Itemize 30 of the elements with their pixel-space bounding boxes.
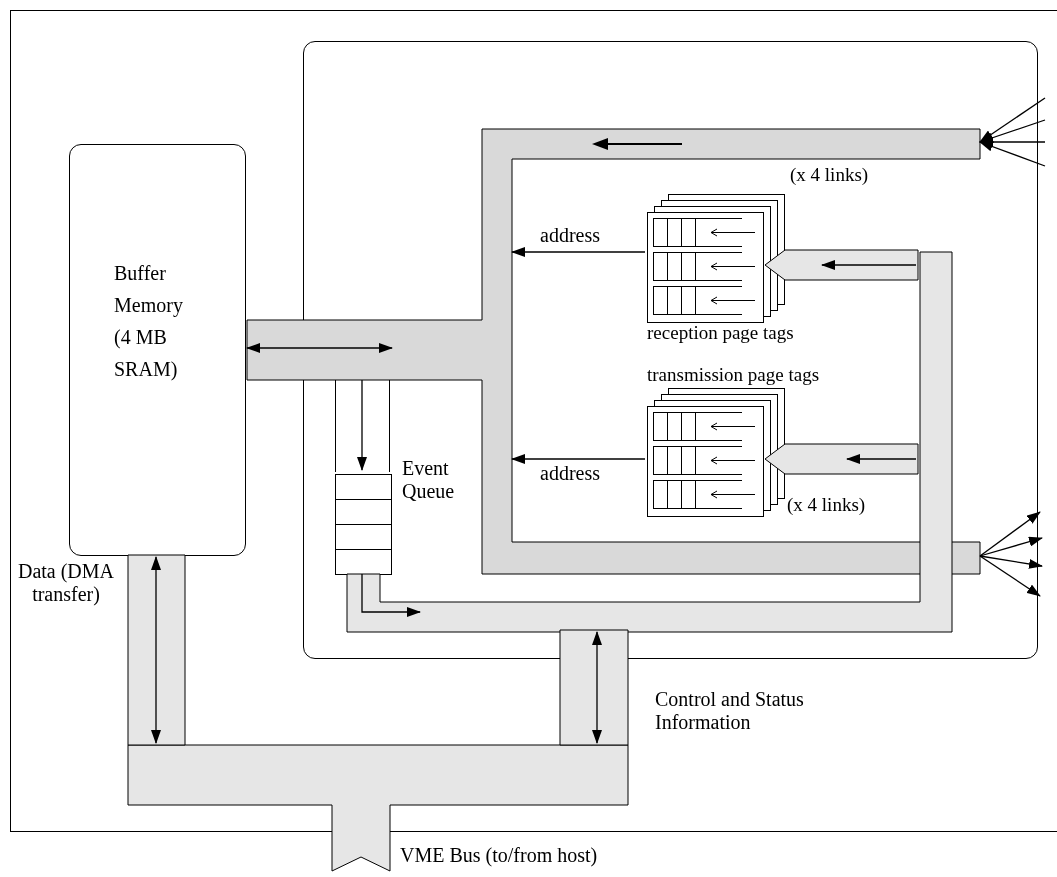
arrow — [979, 97, 1046, 143]
arrow — [979, 511, 1041, 557]
edge-label: Control and Status Information — [655, 688, 805, 734]
data-bus — [247, 129, 980, 574]
edge-label: Data (DMA transfer) — [16, 560, 116, 606]
arrow — [846, 454, 917, 464]
stack-caption: transmission page tags — [647, 364, 820, 386]
bus-label: VME Bus (to/from host) — [400, 844, 598, 867]
arrow — [979, 536, 1043, 557]
block-label: Buffer Memory (4 MB SRAM) — [114, 261, 184, 383]
arrow — [821, 260, 917, 270]
data-bus — [347, 252, 952, 632]
arrow — [979, 555, 1041, 597]
arrow — [511, 454, 646, 464]
arrow — [979, 119, 1046, 143]
multiplicity-note: (x 4 links) — [787, 494, 866, 516]
arrow — [979, 555, 1043, 569]
arrow — [151, 556, 161, 744]
edge-label: address — [540, 224, 601, 247]
memory-block — [69, 144, 246, 556]
arrow — [979, 141, 1046, 167]
arrow — [511, 247, 646, 257]
arrow — [246, 343, 393, 353]
stack-caption: reception page tags — [647, 322, 794, 344]
arrow — [592, 631, 602, 744]
queue-label: Event Queue — [402, 457, 456, 503]
arrow — [357, 379, 367, 471]
edge-label: address — [540, 462, 601, 485]
arrow — [361, 573, 421, 617]
multiplicity-note: (x 4 links) — [790, 164, 869, 186]
